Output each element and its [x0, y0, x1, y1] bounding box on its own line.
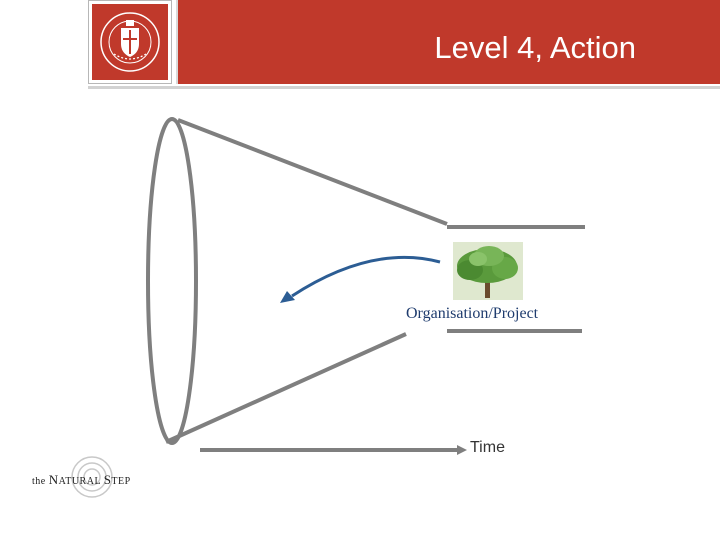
natural-step-wordmark: the NATURAL STEP: [32, 472, 131, 487]
strategy-arrow-head: [280, 291, 295, 303]
header-band: Level 4, Action: [176, 0, 720, 84]
organisation-project-label: Organisation/Project: [406, 305, 539, 322]
natural-step-logo: the NATURAL STEP: [28, 455, 168, 505]
time-axis-arrow-head: [457, 445, 467, 455]
header-divider: [88, 86, 720, 89]
university-logo: [88, 0, 172, 84]
time-axis-label: Time: [470, 439, 505, 456]
funnel-mouth: [146, 117, 198, 445]
funnel-upper-edge: [177, 118, 448, 226]
strategy-arrow: [291, 255, 441, 298]
funnel-lower-edge: [165, 332, 407, 444]
concentric-circles-icon: [71, 456, 113, 498]
page-title: Level 4, Action: [434, 30, 636, 65]
university-seal-icon: [92, 4, 168, 80]
tree-icon: [453, 242, 523, 300]
